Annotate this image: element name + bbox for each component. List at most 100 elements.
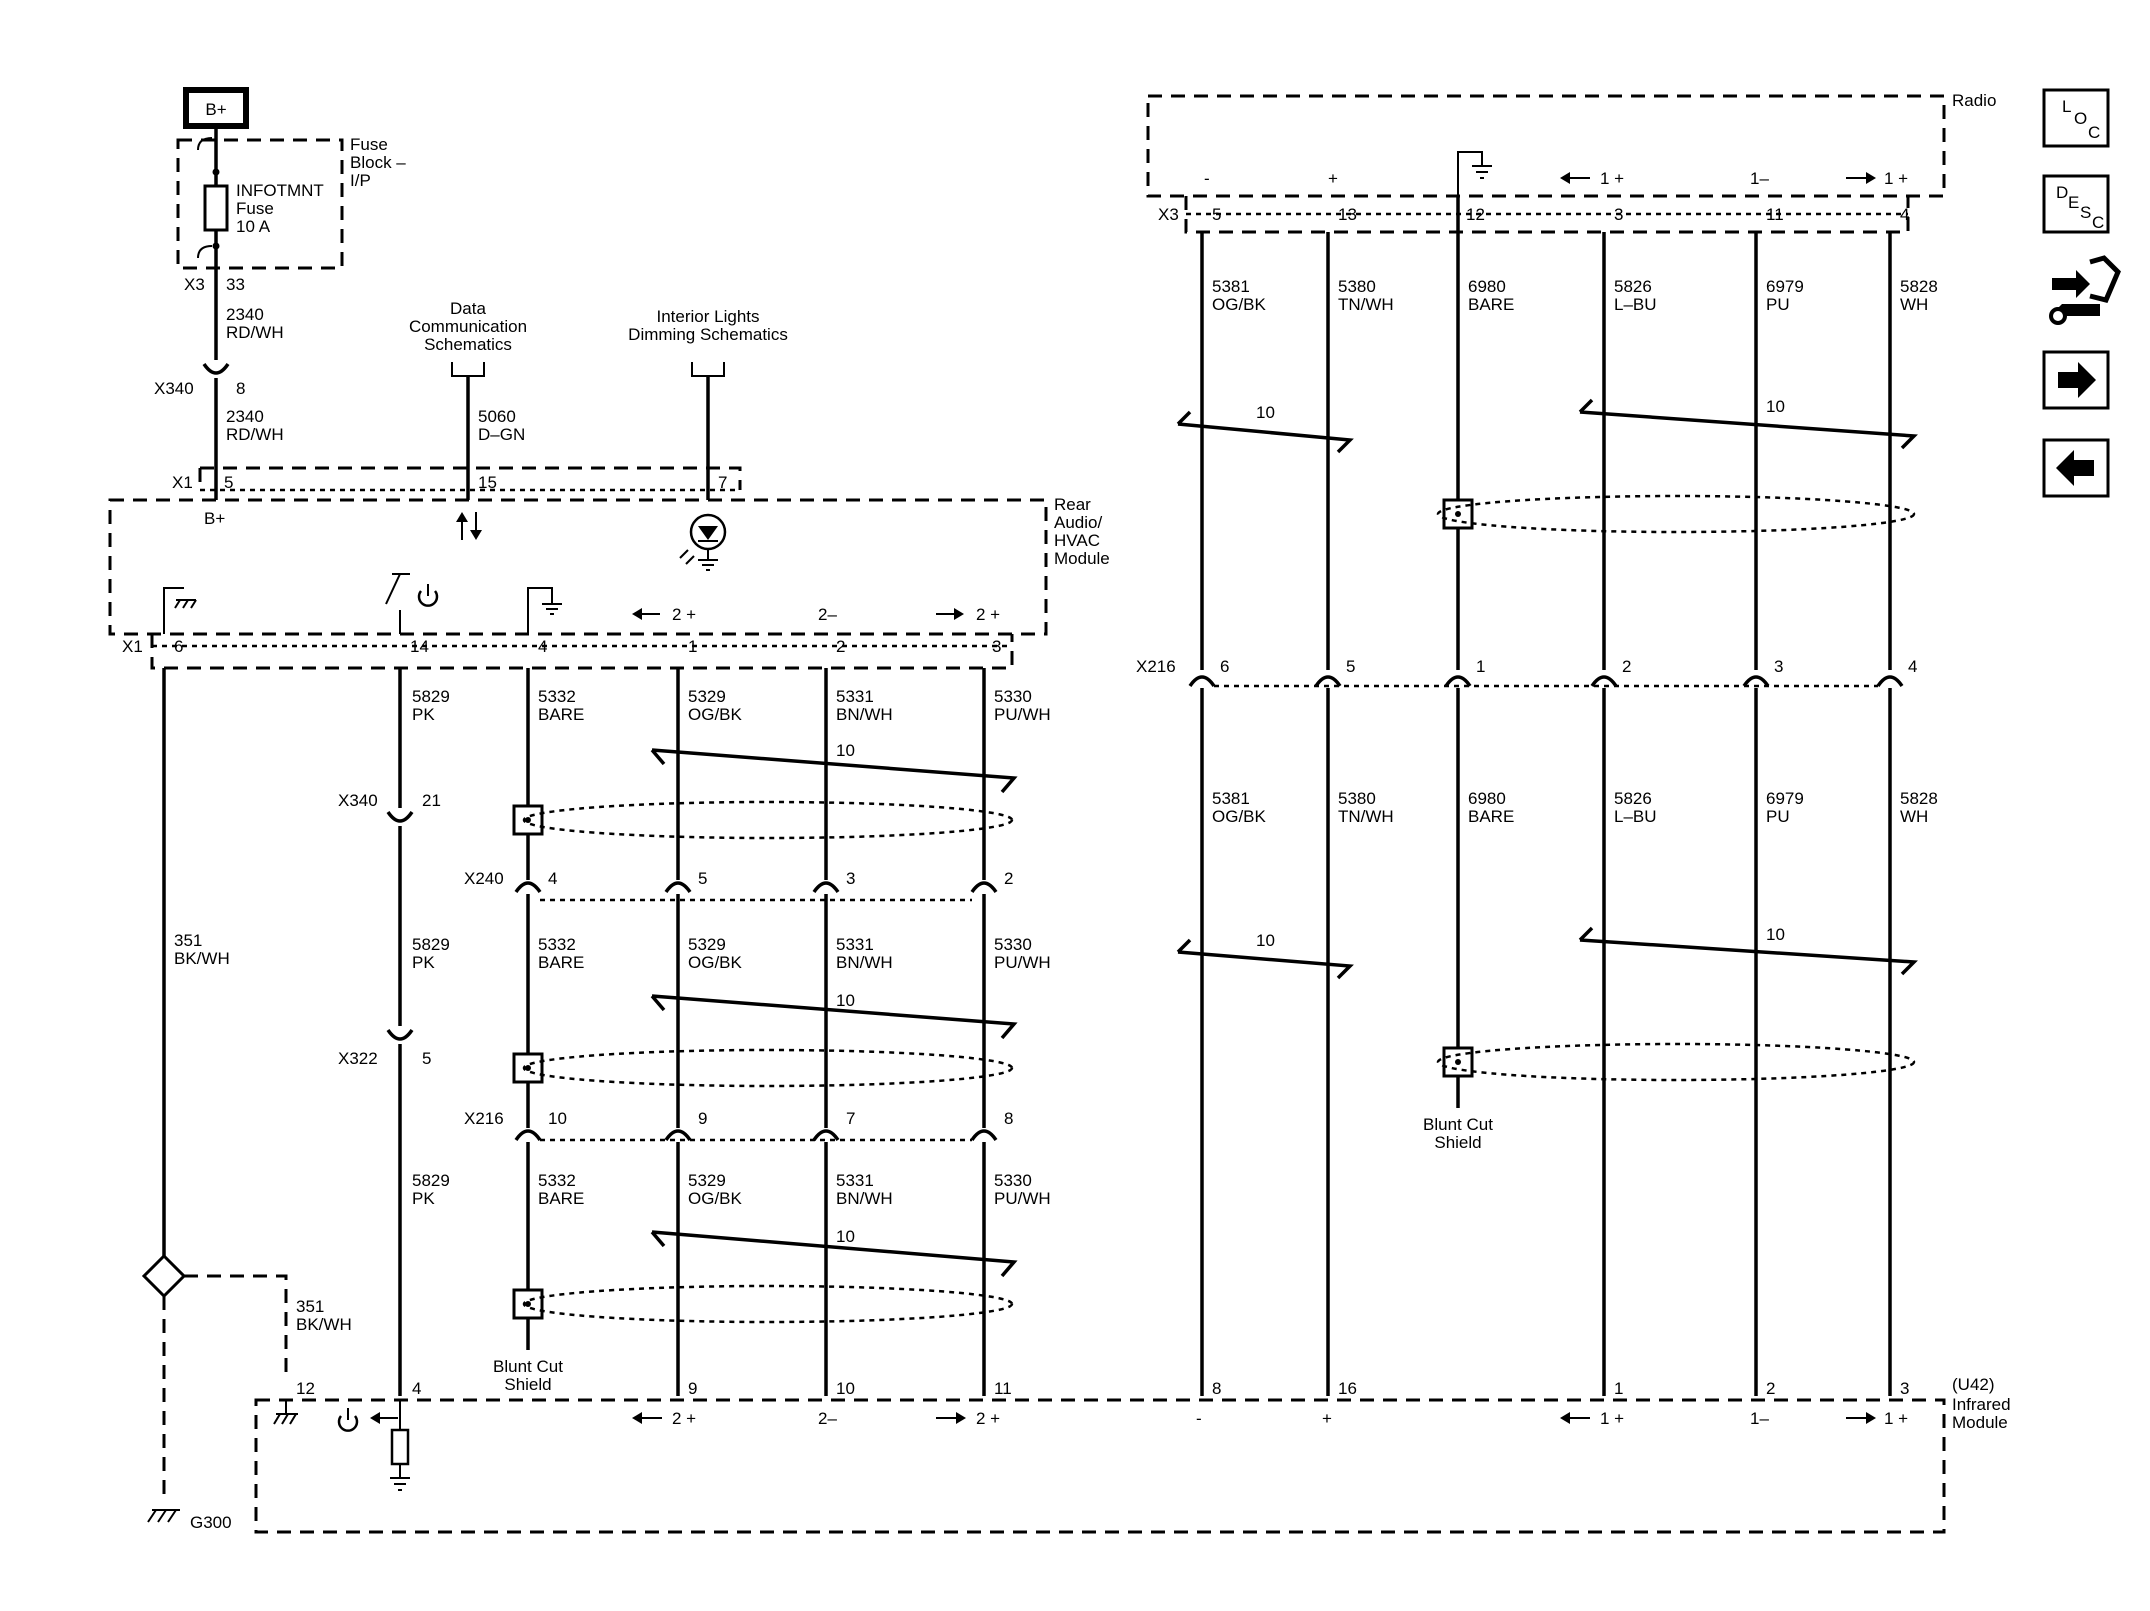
twist-label-1: 10 — [836, 741, 855, 760]
wire-5829-color-3: PK — [412, 1189, 435, 1208]
arrow-left-icon[interactable] — [2042, 438, 2110, 498]
svg-text:INFOTMNT: INFOTMNT — [236, 181, 324, 200]
radio-plus-label: + — [1328, 169, 1338, 188]
wire-5380-num-1: 5380 — [1338, 277, 1376, 296]
wire-5330-num-3: 5330 — [994, 1171, 1032, 1190]
wire-6979-color-2: PU — [1766, 807, 1790, 826]
radio-pin-11: 11 — [1766, 205, 1784, 224]
wire-6980-num-1: 6980 — [1468, 277, 1506, 296]
loc-icon[interactable]: L O C — [2042, 88, 2110, 148]
wire-351-num-2: 351 — [296, 1297, 324, 1316]
ir-pin-9: 9 — [688, 1379, 697, 1398]
svg-text:Fuse: Fuse — [236, 199, 274, 218]
wire-5329-color-2: OG/BK — [688, 953, 743, 972]
svg-text:Schematics: Schematics — [424, 335, 512, 354]
svg-text:C: C — [2092, 213, 2104, 232]
connector-tool-icon[interactable] — [2049, 255, 2121, 325]
arrow-right-icon[interactable] — [2042, 350, 2110, 410]
wire-6980-color-2: BARE — [1468, 807, 1514, 826]
fuse-name-label: INFOTMNT Fuse 10 A — [236, 181, 324, 236]
wire-5381-color-2: OG/BK — [1212, 807, 1267, 826]
x3-radio-connector: X3 — [1158, 205, 1179, 224]
infrared-module — [254, 1398, 1946, 1534]
ch1-arrow-right-icon — [1846, 172, 1876, 184]
infotmnt-fuse — [203, 184, 229, 232]
ch2-plus-label-right: 2 + — [976, 605, 1000, 624]
wire-5331-num-1: 5331 — [836, 687, 874, 706]
wire-351-num: 351 — [174, 931, 202, 950]
wire-5331-color-1: BN/WH — [836, 705, 893, 724]
desc-icon[interactable]: D E S C — [2042, 174, 2110, 234]
radio-ground-icon — [1457, 151, 1492, 196]
data-communication-ref[interactable]: Data Communication Schematics — [409, 299, 527, 377]
wire-5826-num-1: 5826 — [1614, 277, 1652, 296]
chassis-ground-icon — [163, 587, 197, 634]
x340-fuse-connector: X340 — [154, 379, 194, 398]
ir-pin-8: 8 — [1212, 1379, 1221, 1398]
ir-ch2-arrow-right-icon — [936, 1412, 966, 1424]
ir-ch2-plus-left: 2 + — [672, 1409, 696, 1428]
x1-pin-3: 3 — [992, 637, 1001, 656]
x216-pin-7: 7 — [846, 1109, 855, 1128]
led-icon — [679, 513, 727, 571]
shield-ellipse-1 — [522, 800, 1014, 840]
radio-pin-4: 4 — [1900, 205, 1909, 224]
ir-plus-label: + — [1322, 1409, 1332, 1428]
wire-351-color: BK/WH — [174, 949, 230, 968]
wire-5329-color-3: OG/BK — [688, 1189, 743, 1208]
right-wires-top — [1200, 196, 1892, 670]
wire-5828-color-2: WH — [1900, 807, 1928, 826]
svg-text:HVAC: HVAC — [1054, 531, 1100, 550]
svg-text:Rear: Rear — [1054, 495, 1091, 514]
wire-5829-num-3: 5829 — [412, 1171, 450, 1190]
wire-5330-color-2: PU/WH — [994, 953, 1051, 972]
wire-5330-num-2: 5330 — [994, 935, 1032, 954]
twist-symbol-r4 — [1578, 926, 1918, 976]
x1-pin-2: 2 — [836, 637, 845, 656]
ir-ch1-plus-left: 1 + — [1600, 1409, 1624, 1428]
radio-pin-13: 13 — [1338, 205, 1357, 224]
svg-text:Block –: Block – — [350, 153, 406, 172]
radio-pin-12: 12 — [1466, 205, 1485, 224]
bplus-label: B+ — [205, 100, 226, 119]
twist-label-r1: 10 — [1256, 403, 1275, 422]
svg-text:Dimming Schematics: Dimming Schematics — [628, 325, 788, 344]
x1-pin-4: 4 — [538, 637, 547, 656]
wire-5380-color-2: TN/WH — [1338, 807, 1394, 826]
svg-text:Module: Module — [1054, 549, 1110, 568]
right-wires-bottom — [1200, 688, 1892, 1396]
x1-pin-14: 14 — [410, 637, 429, 656]
ir-ch2-arrow-left-icon — [632, 1412, 662, 1424]
interior-lights-ref[interactable]: Interior Lights Dimming Schematics — [628, 307, 788, 377]
x322-connector: X322 — [338, 1049, 378, 1068]
x216-left-connector — [514, 1129, 998, 1142]
twist-label-2: 10 — [836, 991, 855, 1010]
x340-connector-symbol — [202, 362, 230, 375]
twist-label-r2: 10 — [1766, 397, 1785, 416]
shield-ellipse-3 — [522, 1284, 1014, 1324]
svg-text:Shield: Shield — [504, 1375, 551, 1394]
ir-ch1-arrow-right-icon — [1846, 1412, 1876, 1424]
twist-label-3: 10 — [836, 1227, 855, 1246]
x216r-pin-3: 3 — [1774, 657, 1783, 676]
x1-pin-15: 15 — [478, 473, 497, 492]
blunt-cut-shield-right: Blunt Cut Shield — [1423, 1115, 1493, 1152]
svg-text:L: L — [2062, 97, 2071, 116]
x216r-pin-5: 5 — [1346, 657, 1355, 676]
svg-text:Data: Data — [450, 299, 486, 318]
svg-text:E: E — [2068, 193, 2079, 212]
g300-ground-icon — [147, 1509, 180, 1523]
x240-connector — [514, 881, 998, 902]
rear-audio-hvac-module — [108, 498, 1048, 636]
x216r-pin-6: 6 — [1220, 657, 1229, 676]
twist-symbol-r2 — [1578, 398, 1918, 450]
wire-5381-num-2: 5381 — [1212, 789, 1250, 808]
twist-symbol-r1 — [1176, 410, 1354, 454]
ir-pin-12: 12 — [296, 1379, 315, 1398]
x216-right-label: X216 — [1136, 657, 1176, 676]
wire-5331-num-3: 5331 — [836, 1171, 874, 1190]
ch2-arrow-left-icon — [632, 608, 660, 620]
radio-label: Radio — [1952, 91, 1996, 110]
radio-module — [1146, 94, 1946, 198]
